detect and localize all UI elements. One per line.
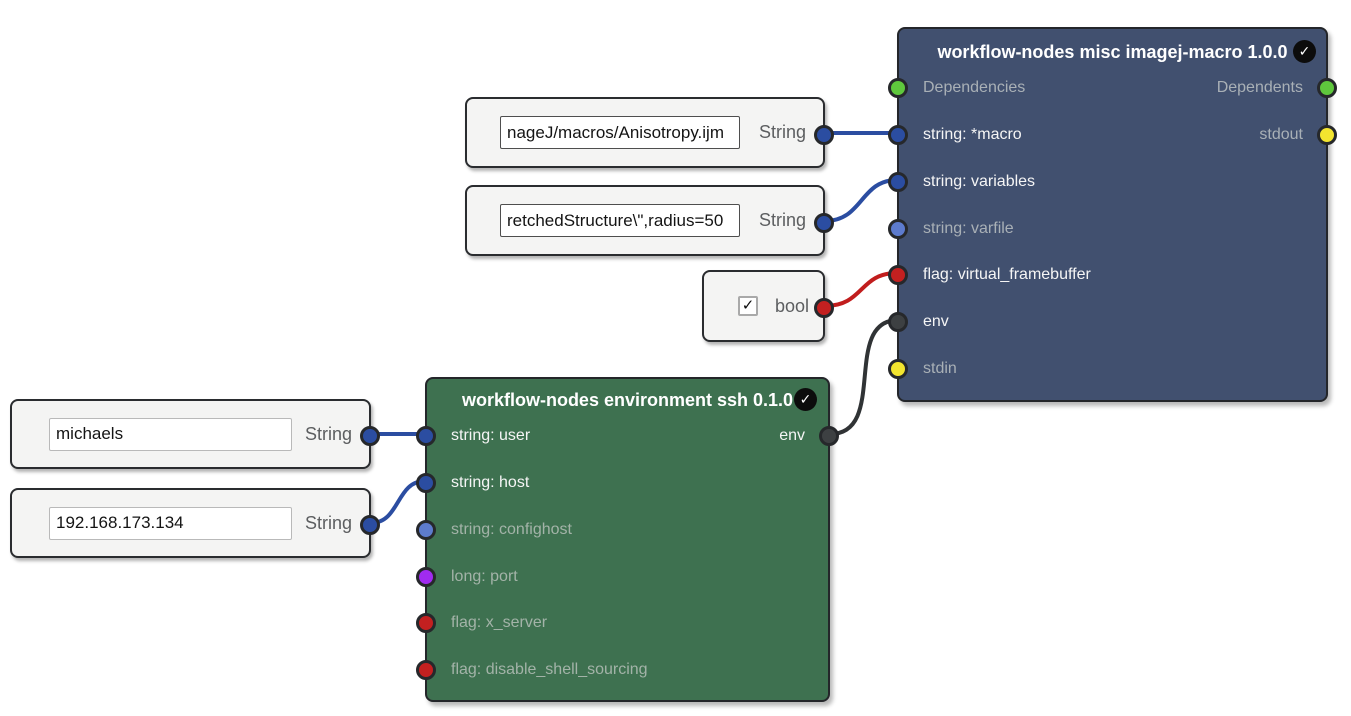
port-disable-shell-sourcing[interactable] xyxy=(416,660,436,680)
widget-type-label: String xyxy=(304,512,352,533)
port-label-env-in: env xyxy=(923,313,949,330)
widget-bool-framebuffer[interactable]: ✓ bool xyxy=(702,270,834,342)
widget-string-variables[interactable]: String xyxy=(465,185,834,256)
bool-checkbox[interactable]: ✓ xyxy=(738,296,758,316)
widget-user-out-port[interactable] xyxy=(360,426,380,446)
widget-type-label: bool xyxy=(775,295,810,316)
port-label-virtual-framebuffer: flag: virtual_framebuffer xyxy=(923,266,1091,283)
port-port[interactable] xyxy=(416,567,436,587)
port-stdin[interactable] xyxy=(888,359,908,379)
port-label-varfile: string: varfile xyxy=(923,220,1014,237)
port-dependents[interactable] xyxy=(1317,78,1337,98)
node-imagej-macro-title: workflow-nodes misc imagej-macro 1.0.0 xyxy=(937,42,1288,62)
widget-string-user[interactable]: String xyxy=(10,399,380,469)
widget-macro-out-port[interactable] xyxy=(814,125,834,145)
widget-framebuffer-out-port[interactable] xyxy=(814,298,834,318)
widget-type-label: String xyxy=(304,423,352,444)
port-env-out[interactable] xyxy=(819,426,839,446)
node-ssh-title: workflow-nodes environment ssh 0.1.0 xyxy=(461,390,794,410)
edge-framebuffer[interactable] xyxy=(823,271,899,308)
port-env-in[interactable] xyxy=(888,312,908,332)
port-label-stdin: stdin xyxy=(923,360,957,377)
port-label-env-out: env xyxy=(779,427,805,444)
port-virtual-framebuffer[interactable] xyxy=(888,265,908,285)
edge-variables[interactable] xyxy=(823,178,899,223)
port-dependencies[interactable] xyxy=(888,78,908,98)
widget-type-label: String xyxy=(758,210,806,230)
variables-value-input[interactable] xyxy=(500,204,740,237)
port-label-port: long: port xyxy=(451,568,518,585)
port-varfile[interactable] xyxy=(888,219,908,239)
port-label-dependencies: Dependencies xyxy=(923,79,1026,96)
widget-string-host[interactable]: String xyxy=(10,488,380,558)
port-label-host: string: host xyxy=(451,474,530,491)
port-user[interactable] xyxy=(416,426,436,446)
port-label-disable-shell-sourcing: flag: disable_shell_sourcing xyxy=(451,661,648,678)
port-label-macro: string: *macro xyxy=(923,126,1022,143)
widget-host-out-port[interactable] xyxy=(360,515,380,535)
port-label-variables: string: variables xyxy=(923,173,1036,190)
port-variables[interactable] xyxy=(888,172,908,192)
macro-value-input[interactable] xyxy=(500,116,740,149)
port-stdout[interactable] xyxy=(1317,125,1337,145)
host-value-input[interactable] xyxy=(49,506,292,540)
port-label-stdout: stdout xyxy=(1259,126,1303,143)
edge-env[interactable] xyxy=(828,318,899,436)
port-label-dependents: Dependents xyxy=(1216,79,1303,96)
user-value-input[interactable] xyxy=(49,417,292,451)
node-valid-check-icon: ✓ xyxy=(1293,40,1316,63)
widget-type-label: String xyxy=(758,122,806,142)
port-macro[interactable] xyxy=(888,125,908,145)
port-label-x-server: flag: x_server xyxy=(451,614,548,631)
port-x-server[interactable] xyxy=(416,613,436,633)
widget-variables-out-port[interactable] xyxy=(814,213,834,233)
node-valid-check-icon: ✓ xyxy=(794,388,817,411)
port-label-user: string: user xyxy=(451,427,531,444)
port-confighost[interactable] xyxy=(416,520,436,540)
port-label-confighost: string: confighost xyxy=(451,521,572,538)
widget-string-macro[interactable]: String xyxy=(465,97,834,168)
node-imagej-macro[interactable]: workflow-nodes misc imagej-macro 1.0.0 ✓… xyxy=(888,27,1337,402)
node-ssh[interactable]: workflow-nodes environment ssh 0.1.0 ✓ s… xyxy=(416,377,839,702)
port-host[interactable] xyxy=(416,473,436,493)
